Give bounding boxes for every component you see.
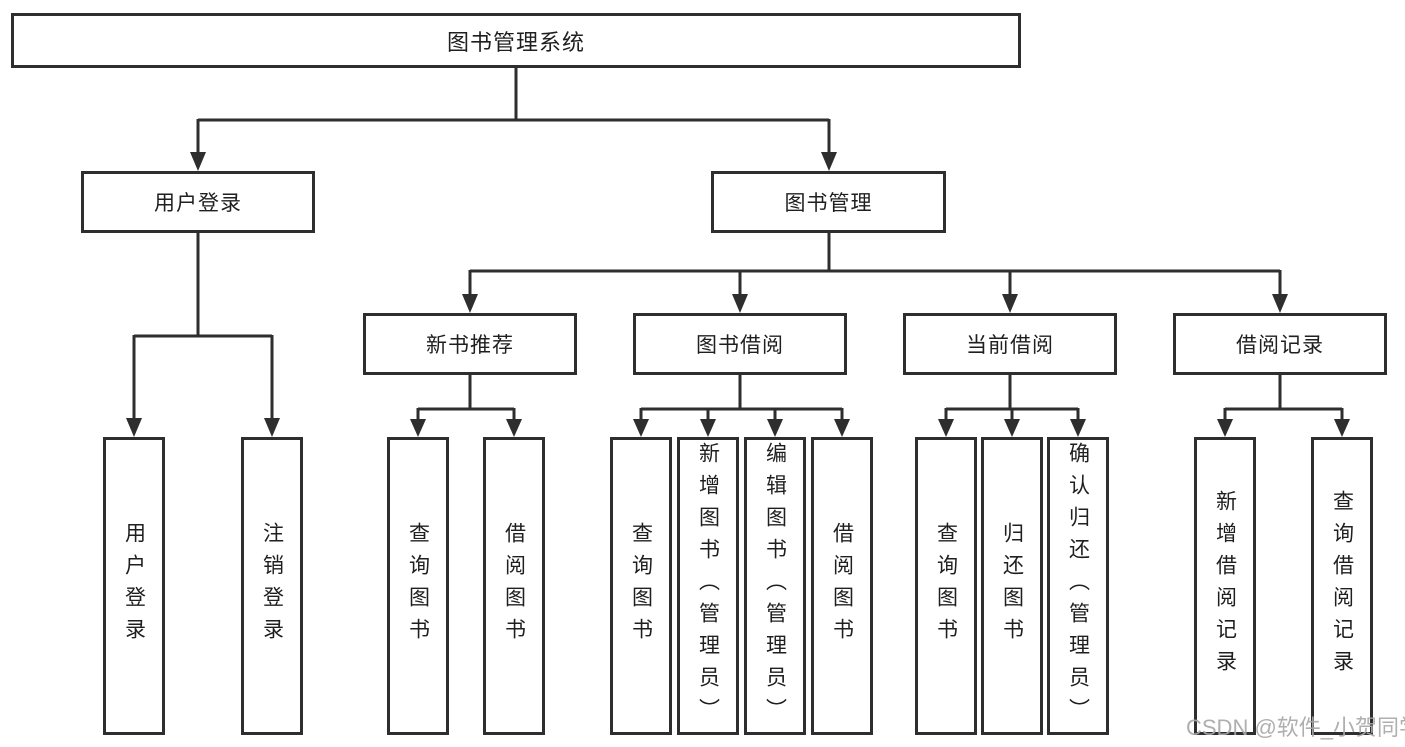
leaf-user-login: 用户登录 xyxy=(103,437,165,735)
node-new-book-recommendation: 新书推荐 xyxy=(363,313,577,375)
leaf-records-add-record: 新增借阅记录 xyxy=(1194,437,1256,735)
node-label: 图书管理系统 xyxy=(446,29,585,55)
node-label: 查询图书 xyxy=(934,522,958,650)
node-root-system: 图书管理系统 xyxy=(11,13,1021,68)
leaf-records-query-record: 查询借阅记录 xyxy=(1311,437,1373,735)
edge-borrowing-records-to-leaves xyxy=(1217,375,1350,437)
edge-current-borrowing-to-leaves xyxy=(938,375,1086,437)
node-label: 确认归还（管理员） xyxy=(1066,442,1090,730)
leaf-current-confirm-return-admin: 确认归还（管理员） xyxy=(1047,437,1109,735)
node-label: 新增借阅记录 xyxy=(1213,490,1237,682)
node-label: 查询图书 xyxy=(406,522,430,650)
leaf-current-query-books: 查询图书 xyxy=(915,437,977,735)
leaf-borrowing-add-books-admin: 新增图书（管理员） xyxy=(677,437,739,735)
edge-user-login-to-leaves xyxy=(126,233,280,437)
node-label: 用户登录 xyxy=(154,192,242,215)
leaf-logout: 注销登录 xyxy=(241,437,303,735)
node-label: 查询图书 xyxy=(629,522,653,650)
node-current-borrowing: 当前借阅 xyxy=(903,313,1117,375)
node-label: 图书借阅 xyxy=(696,334,784,357)
leaf-current-return-books: 归还图书 xyxy=(981,437,1043,735)
edge-new-book-recommendation-to-leaves xyxy=(410,375,522,437)
leaf-recommend-borrow-books: 借阅图书 xyxy=(483,437,545,735)
node-label: 当前借阅 xyxy=(966,334,1054,357)
node-label: 图书管理 xyxy=(784,192,873,215)
edge-book-borrowing-to-leaves xyxy=(633,375,850,437)
edge-book-management-to-level3 xyxy=(462,233,1288,313)
node-label: 借阅记录 xyxy=(1236,334,1324,357)
leaf-borrowing-edit-books-admin: 编辑图书（管理员） xyxy=(744,437,806,735)
node-label: 借阅图书 xyxy=(502,522,526,650)
node-label: 新增图书（管理员） xyxy=(696,442,720,730)
node-label: 编辑图书（管理员） xyxy=(763,442,787,730)
node-label: 新书推荐 xyxy=(426,334,514,357)
leaf-borrowing-borrow-books: 借阅图书 xyxy=(811,437,873,735)
leaf-recommend-query-books: 查询图书 xyxy=(387,437,449,735)
csdn-watermark: CSDN @软件_小贺同学 xyxy=(1186,715,1405,740)
node-label: 查询借阅记录 xyxy=(1330,490,1354,682)
edge-root-to-level2 xyxy=(190,68,837,171)
node-book-management: 图书管理 xyxy=(711,171,946,233)
node-label: 归还图书 xyxy=(1000,522,1024,650)
node-label: 注销登录 xyxy=(260,522,284,650)
node-book-borrowing: 图书借阅 xyxy=(633,313,847,375)
node-borrowing-records: 借阅记录 xyxy=(1173,313,1387,375)
node-label: 借阅图书 xyxy=(830,522,854,650)
leaf-borrowing-query-books: 查询图书 xyxy=(610,437,672,735)
node-user-login: 用户登录 xyxy=(81,171,315,233)
node-label: 用户登录 xyxy=(122,522,146,650)
